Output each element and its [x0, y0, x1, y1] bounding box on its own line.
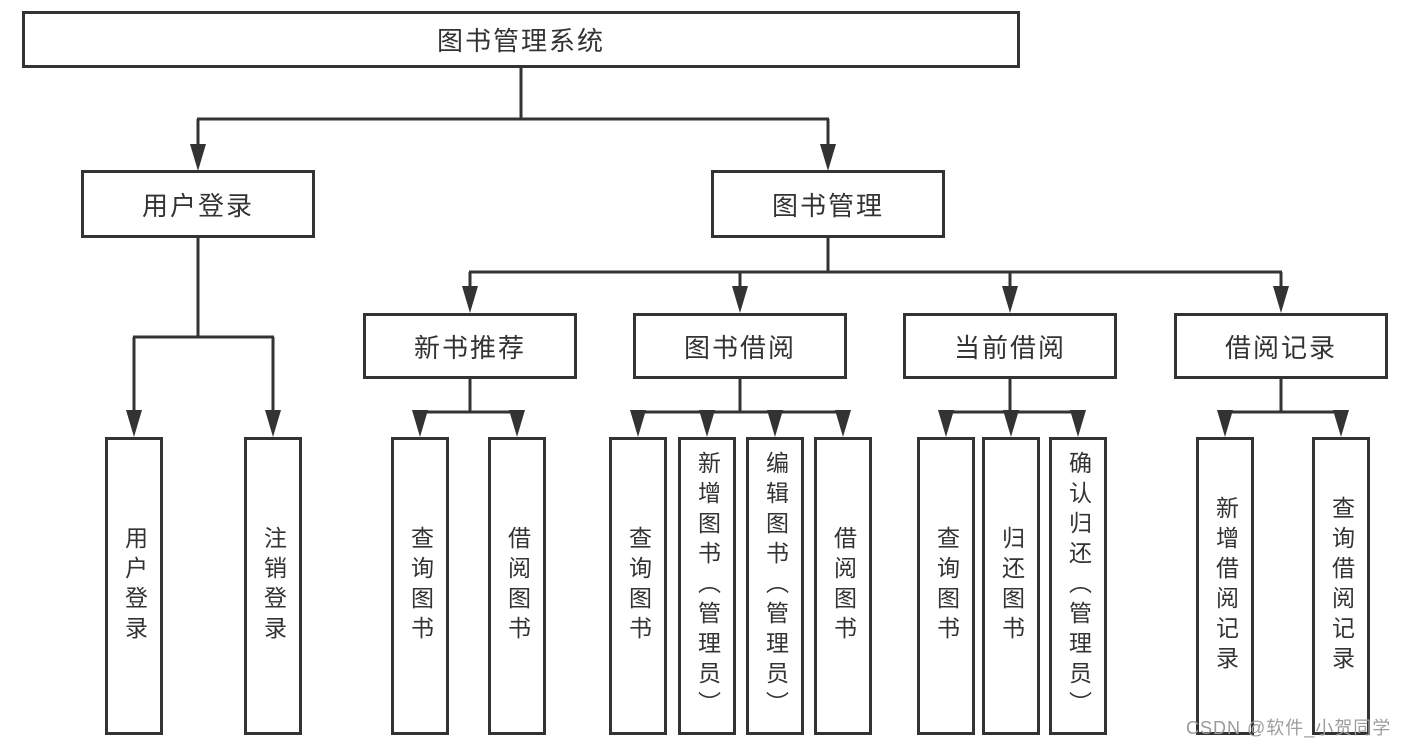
leaf-borrow-books: 借阅图书 — [814, 437, 872, 735]
node-book-borrow: 图书借阅 — [633, 313, 847, 379]
leaf-logout: 注销登录 — [244, 437, 302, 735]
node-user-login: 用户登录 — [81, 170, 315, 238]
leaf-edit-book-admin: 编辑图书（管理员） — [746, 437, 804, 735]
node-root: 图书管理系统 — [22, 11, 1020, 68]
node-current-borrow: 当前借阅 — [903, 313, 1117, 379]
node-book-management: 图书管理 — [711, 170, 945, 238]
leaf-add-borrow-record: 新增借阅记录 — [1196, 437, 1254, 735]
leaf-confirm-return-admin: 确认归还（管理员） — [1049, 437, 1107, 735]
leaf-return-book: 归还图书 — [982, 437, 1040, 735]
watermark: CSDN @软件_小贺同学 — [1186, 718, 1392, 738]
node-borrow-records: 借阅记录 — [1174, 313, 1388, 379]
leaf-query-books-current: 查询图书 — [917, 437, 975, 735]
leaf-user-login: 用户登录 — [105, 437, 163, 735]
leaf-add-book-admin: 新增图书（管理员） — [678, 437, 736, 735]
arrowheads — [126, 144, 1349, 437]
leaf-query-borrow-record: 查询借阅记录 — [1312, 437, 1370, 735]
leaf-query-books-borrow: 查询图书 — [609, 437, 667, 735]
leaf-borrow-books-recommend: 借阅图书 — [488, 437, 546, 735]
leaf-query-books-recommend: 查询图书 — [391, 437, 449, 735]
node-new-book-recommend: 新书推荐 — [363, 313, 577, 379]
